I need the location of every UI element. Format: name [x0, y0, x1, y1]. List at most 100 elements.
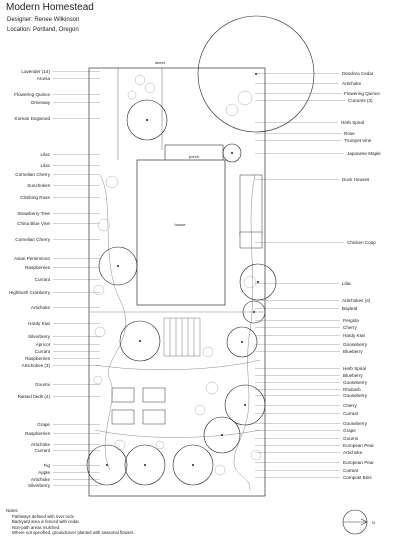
- plant-label: Artichoke: [342, 81, 362, 86]
- plant-label: Currant: [343, 411, 359, 416]
- plant-label: Duck Houses: [342, 177, 370, 182]
- house-label: house: [175, 222, 187, 227]
- plant-label: Silverberry: [28, 483, 51, 488]
- notes-line: Notes:: [6, 508, 19, 513]
- apple-tree: [124, 444, 166, 486]
- lilac-tree: [239, 263, 277, 301]
- page-title: Modern Homestead: [6, 2, 94, 13]
- plant-label: China Blue Vine: [17, 221, 50, 226]
- plant-label: Rose: [344, 131, 355, 136]
- notes-line: Where not specified, groundcover planted…: [12, 530, 135, 536]
- plant-label: Climbing Rose: [20, 195, 50, 200]
- plant-label: Apple: [38, 470, 50, 475]
- north-label: N: [372, 520, 375, 525]
- plant-label: Hardy Kiwi: [343, 333, 365, 338]
- plant-label: Trumpet Vine: [344, 138, 372, 143]
- plant-label: Artichoke: [31, 477, 51, 482]
- plant-label: Compost Bins: [343, 475, 372, 480]
- plant-label: Fig: [44, 463, 51, 468]
- apricot-tree: [119, 320, 161, 362]
- european-pear: [203, 416, 241, 454]
- plant-label: Gooseberry: [343, 421, 368, 426]
- plant-label: Raised beds (4): [18, 394, 51, 399]
- korean-dogwood: [126, 99, 168, 141]
- location-text: Location: Portland, Oregon: [7, 27, 79, 33]
- cherry-tree-2: [224, 384, 266, 426]
- plant-label: Cherry: [343, 325, 357, 330]
- lot-boundary: [88, 67, 266, 497]
- plant-label: Aronia: [37, 76, 51, 81]
- deodora-cedar: [197, 15, 315, 133]
- plant-label: Lilac: [41, 152, 51, 157]
- plant-label: Cornelian Cherry: [15, 237, 50, 242]
- plant-label: Artichoke: [31, 442, 51, 447]
- plant-label: Cherry: [343, 403, 357, 408]
- plant-label: Strawberry Tree: [17, 211, 50, 216]
- plant-label: Artichoke: [343, 450, 363, 455]
- bayleaf-tree: [242, 300, 266, 324]
- plant-label: Artichoke: [31, 305, 51, 310]
- street-label: street: [155, 60, 166, 65]
- plant-label: Cornelian Cherry: [15, 172, 50, 177]
- plant-label: Lilac: [41, 163, 51, 168]
- plant-label: Flowering Quince: [14, 92, 50, 97]
- plant-label: Deodora Cedar: [342, 71, 374, 76]
- pathways: [90, 174, 264, 491]
- leaders-right: [255, 73, 345, 478]
- plant-label: Sunchokes: [27, 183, 50, 188]
- plant-label: Gourmi: [343, 436, 358, 441]
- european-pear-2: [172, 444, 214, 486]
- plant-label: Raspberries: [25, 265, 50, 270]
- plant-label: Pergola: [343, 318, 359, 323]
- north-arrow: N: [342, 509, 375, 535]
- plant-label: Currants (3): [348, 98, 373, 103]
- notes-line: Pathways defined with river rock.: [12, 513, 75, 519]
- plant-label: Herb Spiral: [343, 366, 366, 371]
- pergola: [163, 317, 201, 357]
- plant-label: Lilac: [342, 281, 352, 286]
- plant-label: Apricot: [36, 342, 51, 347]
- plant-label: Gourmi: [35, 382, 50, 387]
- plant-label: Hardy Kiwi: [28, 321, 50, 326]
- plant-label: Silverberry: [28, 334, 51, 339]
- porch-label: porch: [189, 154, 199, 159]
- plant-label: Currant: [343, 468, 359, 473]
- plant-label: Korean Dogwood: [15, 116, 51, 121]
- designer-text: Designer: Renee Wilkinson: [7, 17, 80, 23]
- plant-label: European Pear: [343, 443, 374, 448]
- house: [136, 159, 226, 306]
- plant-label: Artichokes (4): [342, 298, 371, 303]
- notes-line: Backyard area is fenced with cedar.: [12, 519, 80, 525]
- plant-label: Currant: [35, 277, 51, 282]
- plant-label: Grape: [343, 428, 356, 433]
- asian-persimmon: [98, 246, 138, 286]
- japanese-maple: [222, 143, 242, 163]
- plant-label: Bayleaf: [342, 306, 358, 311]
- plant-label: Gooseberry: [343, 393, 368, 398]
- fig-tree: [86, 444, 128, 486]
- plant-label: Gooseberry: [343, 380, 368, 385]
- plant-label: Herb Spiral: [341, 120, 364, 125]
- plant-label: Artichokes (3): [22, 363, 51, 368]
- plant-label: Blueberry: [343, 349, 363, 354]
- plant-label: Gooseberry: [343, 342, 368, 347]
- plant-label: Asian Persimmon: [14, 256, 50, 261]
- driveway: [117, 68, 163, 160]
- plant-label: Raspberries: [25, 431, 50, 436]
- plant-label: Currant: [35, 448, 51, 453]
- cherry-tree: [226, 326, 258, 358]
- plant-label: Currant: [35, 349, 51, 354]
- plant-label: Lavender (14): [21, 69, 50, 74]
- shrub-symbols: [93, 74, 262, 476]
- plant-label: Rhubarb: [343, 387, 361, 392]
- chicken-coop: [239, 231, 263, 249]
- plant-label: Grape: [37, 422, 50, 427]
- tree-canopies: [86, 15, 315, 486]
- plant-label: Japanese Maple: [347, 151, 381, 156]
- notes-block: Notes: Pathways defined with river rock.…: [6, 508, 135, 536]
- plant-label: Flowering Quince: [344, 91, 380, 96]
- plant-label: Raspberries: [25, 356, 50, 361]
